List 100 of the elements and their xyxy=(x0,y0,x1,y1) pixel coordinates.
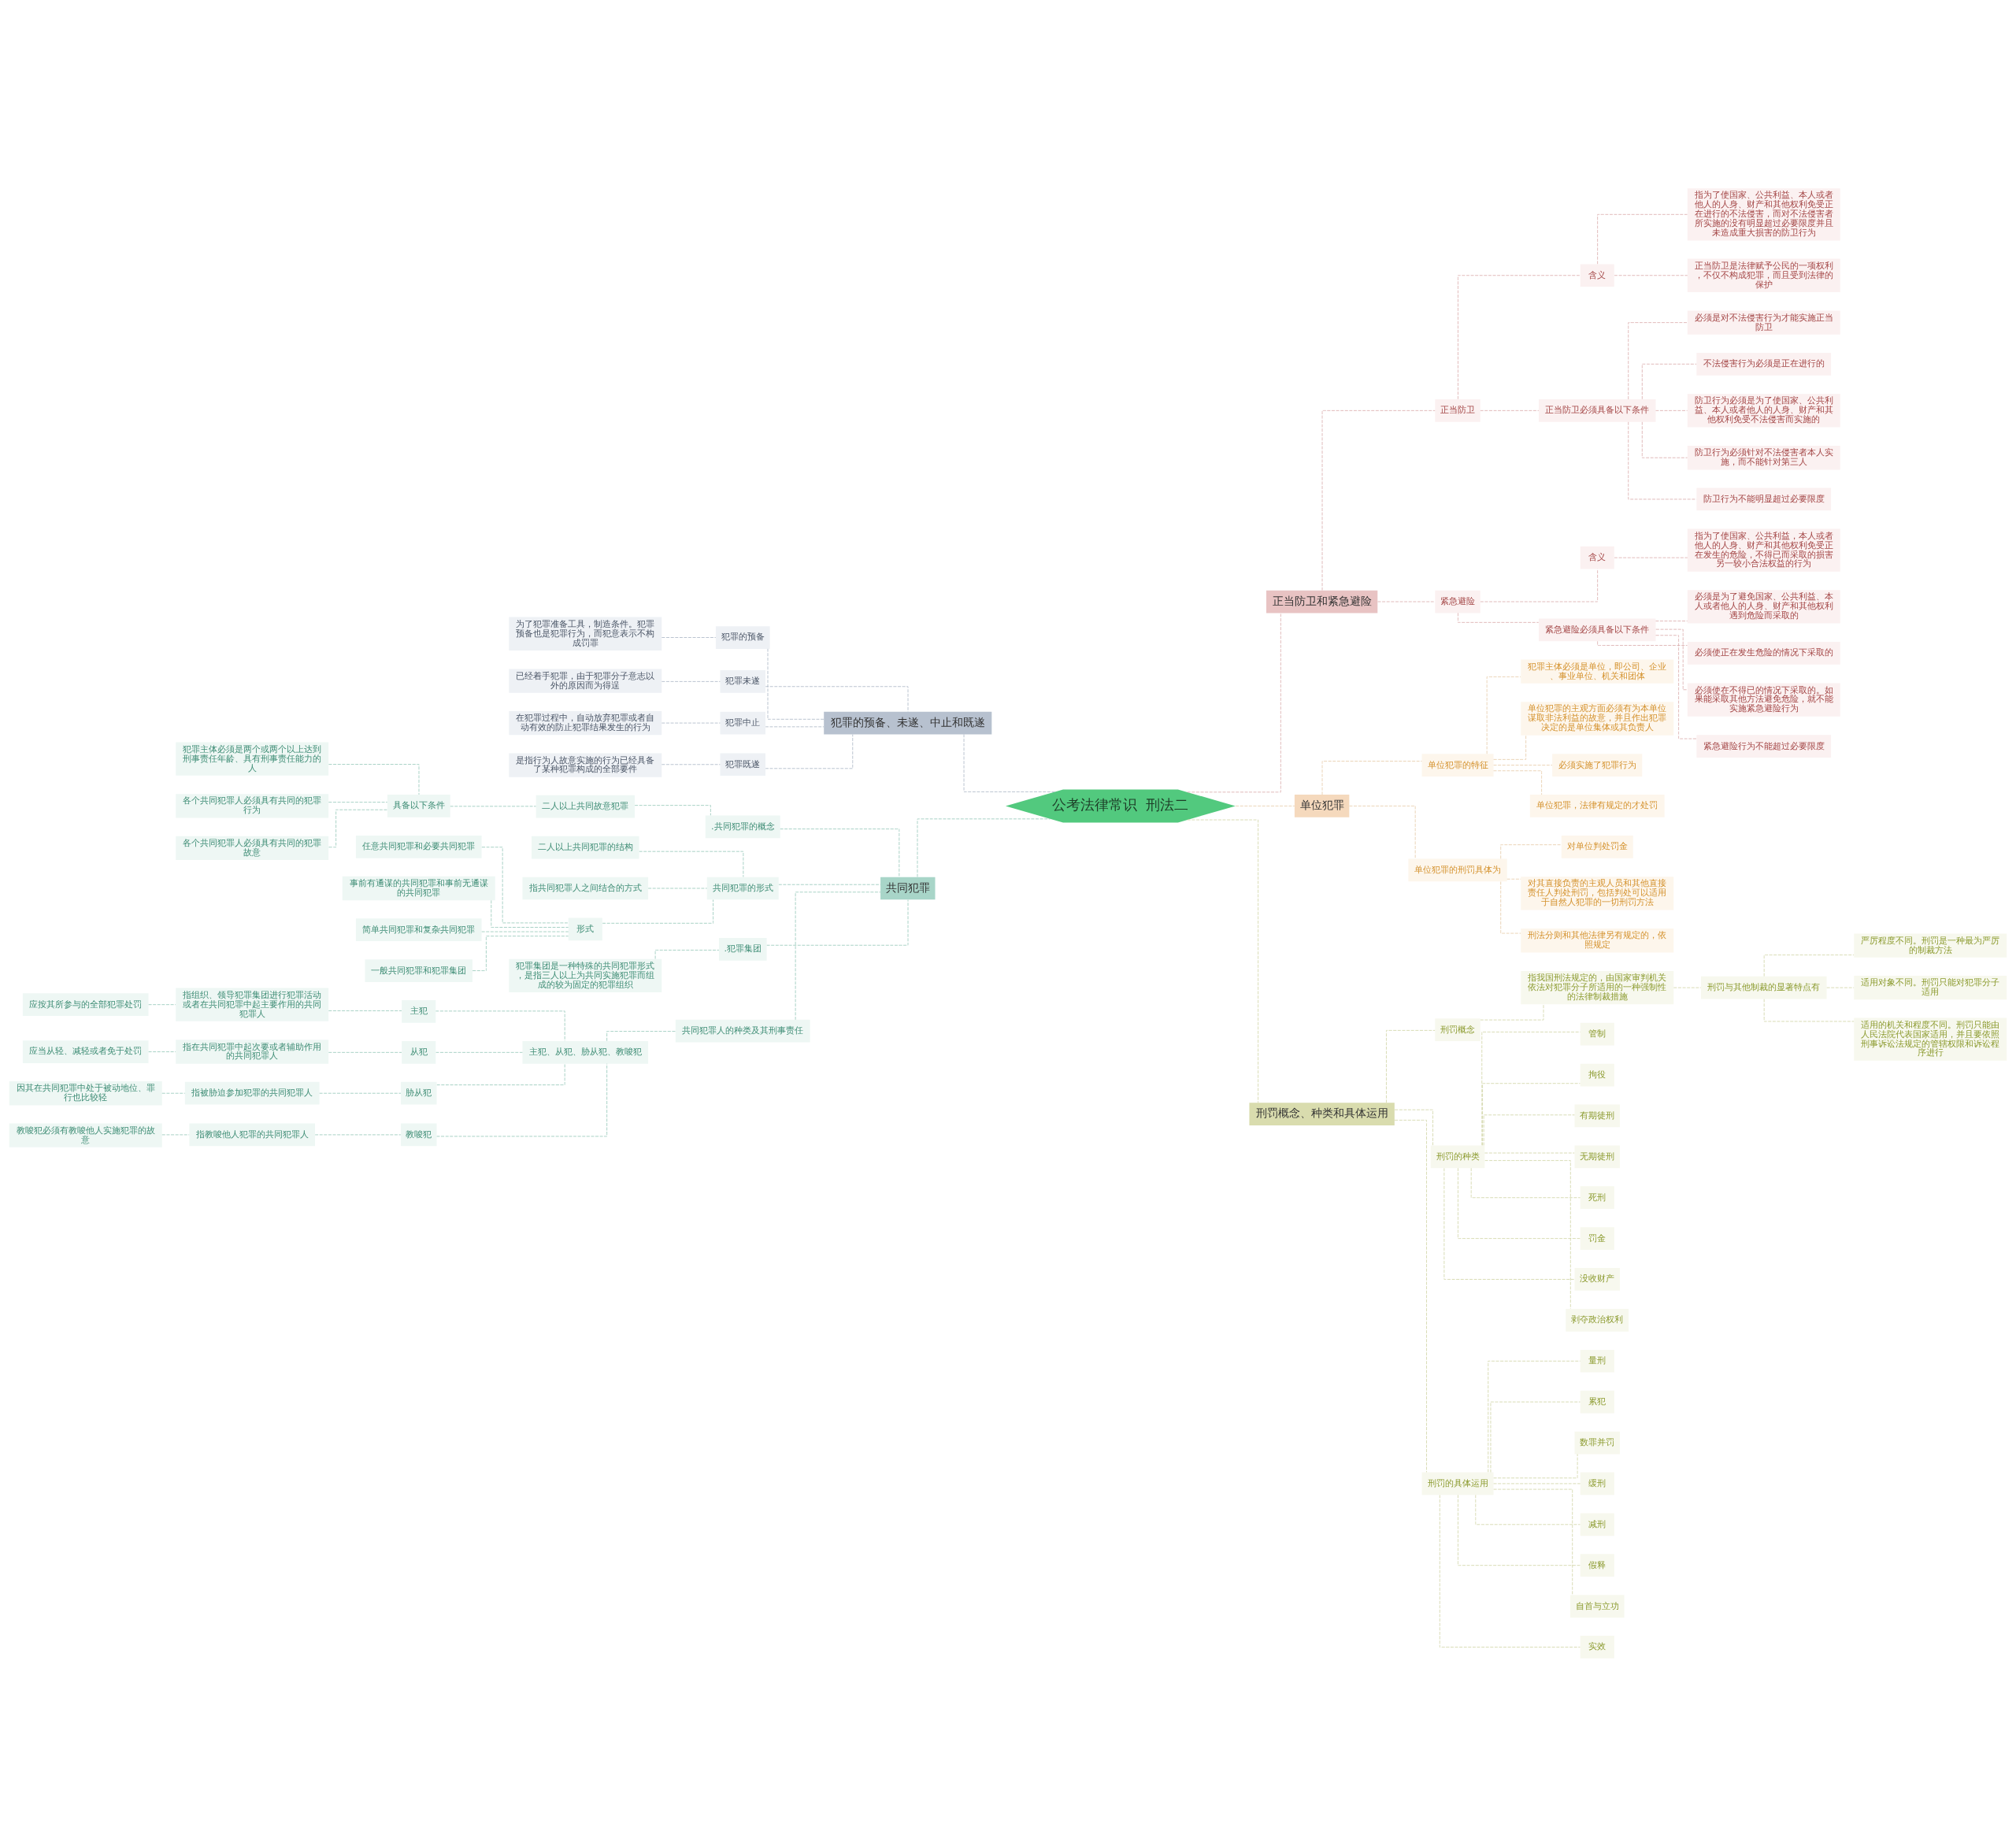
connector xyxy=(765,725,825,727)
node-box: 紧急避险行为不能超过必要限度 xyxy=(1696,734,1832,758)
node-box: 缓刑 xyxy=(1580,1472,1614,1495)
connector xyxy=(481,931,569,932)
node-box: 减刑 xyxy=(1580,1512,1614,1536)
node-box: 犯罪集团是一种特殊的共同犯罪形式，是指三人以上为共同实施犯罪而组成的较为固定的犯罪组织 xyxy=(509,958,662,992)
node-box: 指被胁迫参加犯罪的共同犯罪人 xyxy=(184,1081,320,1105)
connector xyxy=(661,680,721,682)
connector xyxy=(450,805,536,806)
connector xyxy=(1500,843,1562,859)
node-box: 指我国刑法规定的，由国家审判机关依法对犯罪分子所适用的一种强制性的法律制裁措施 xyxy=(1521,970,1674,1004)
connector xyxy=(1480,410,1540,411)
node-box: 实效 xyxy=(1580,1635,1614,1659)
connector xyxy=(1655,410,1688,411)
node-box: 含义 xyxy=(1580,263,1614,287)
node-box: 单位犯罪 xyxy=(1294,794,1350,817)
connector xyxy=(778,884,881,885)
node-box: 胁从犯 xyxy=(401,1081,437,1105)
connector xyxy=(766,899,909,946)
node-box: 严厉程度不同。刑罚是一种最为严厉的制裁方法 xyxy=(1854,932,2007,958)
connector xyxy=(148,1003,176,1005)
connector xyxy=(795,891,881,1020)
node-box: 罚金 xyxy=(1580,1226,1614,1250)
node-box: 不法侵害行为必须是正在进行的 xyxy=(1696,352,1832,376)
node-box: 紧急避险必须具备以下条件 xyxy=(1539,618,1656,641)
node-box: 犯罪中止 xyxy=(720,711,765,734)
node-box: 指组织、领导犯罪集团进行犯罪活动或者在共同犯罪中起主要作用的共同犯罪人 xyxy=(176,988,329,1021)
node-box: 各个共同犯罪人必须具有共同的犯罪故意 xyxy=(176,836,329,860)
node-box: 指为了使国家、公共利益，本人或者他人的人身、财产和其他权利免受正在发生的危险，不得已而采取的损害另一较小合法权益的行为 xyxy=(1687,528,1840,572)
node-box: 必须使在不得已的情况下采取的。如果能采取其他方法避免危险，就不能实施紧急避险行为 xyxy=(1687,682,1840,717)
connector xyxy=(148,1051,176,1052)
connector xyxy=(1763,954,1855,977)
connector xyxy=(1386,1029,1436,1103)
node-box: 死刑 xyxy=(1580,1185,1614,1209)
connector xyxy=(661,763,721,765)
node-box: 刑罚与其他制裁的显著特点有 xyxy=(1700,976,1827,999)
connector xyxy=(1458,1167,1581,1239)
node-box: 具备以下条件 xyxy=(387,794,450,817)
node-box: 教唆犯 xyxy=(401,1123,437,1146)
connector xyxy=(1484,1159,1571,1309)
connector xyxy=(328,801,388,803)
connector xyxy=(1597,213,1688,265)
connector xyxy=(1321,410,1436,591)
connector xyxy=(1655,628,1688,690)
node-box: 指在共同犯罪中起次要或者辅助作用的共同犯罪人 xyxy=(176,1039,329,1064)
connector xyxy=(602,899,713,924)
connector xyxy=(1470,1167,1581,1198)
node-box: 应按其所参与的全部犯罪处罚 xyxy=(22,992,149,1016)
connector xyxy=(1321,760,1422,795)
node-box: 犯罪的预备 xyxy=(715,625,770,649)
node-box: 主犯、从犯、胁从犯、教唆犯 xyxy=(522,1040,649,1064)
connector xyxy=(1614,557,1688,558)
node-box: 必须是对不法侵害行为才能实施正当防卫 xyxy=(1687,310,1840,335)
node-box: 一般共同犯罪和犯罪集团 xyxy=(365,958,472,982)
node-box: 已经着手犯罪，由于犯罪分子意志以外的原因而为得逞 xyxy=(509,668,662,693)
node-box: 指为了使国家、公共利益、本人或者他人的人身、财产和其他权利免受正在进行的不法侵害，而对不法侵害者所实施的没有明显超过必要限度并且未造成重大损害的防卫行为 xyxy=(1687,187,1840,240)
node-box: 指教唆他人犯罪的共同犯罪人 xyxy=(189,1123,316,1146)
node-box: 管制 xyxy=(1580,1022,1614,1046)
node-box: 拘役 xyxy=(1580,1063,1614,1086)
connector xyxy=(1506,878,1521,880)
node-box: 刑法分则和其他法律另有规定的，依照规定 xyxy=(1521,928,1674,952)
connector xyxy=(1458,274,1581,399)
node-box: 没收财产 xyxy=(1574,1267,1620,1291)
node-box: .共同犯罪的概念 xyxy=(705,814,780,838)
connector xyxy=(780,828,900,877)
node-box: 剥夺政治权利 xyxy=(1566,1308,1629,1332)
connector xyxy=(481,846,569,923)
connector xyxy=(1493,735,1527,760)
connector xyxy=(435,1051,523,1053)
node-box: 在犯罪过程中，自动放弃犯罪或者自动有效的防止犯罪结果发生的行为 xyxy=(509,710,662,735)
connector xyxy=(1493,1488,1573,1595)
connector xyxy=(328,1051,402,1053)
connector xyxy=(1826,987,1855,988)
node-box: 累犯 xyxy=(1580,1390,1614,1413)
connector xyxy=(1349,805,1416,859)
connector xyxy=(765,733,854,769)
connector xyxy=(1482,1082,1581,1146)
node-box: 刑罚的具体运用 xyxy=(1421,1472,1494,1495)
connector xyxy=(1484,1152,1575,1153)
connector xyxy=(314,1134,402,1135)
connector xyxy=(1641,363,1697,399)
connector xyxy=(1628,321,1688,399)
connector xyxy=(634,804,711,816)
node-box: 对其直接负责的主观人员和其他直接责任人判处刑罚，包括判处可以适用于自然人犯罪的一切刑罚方法 xyxy=(1521,876,1674,910)
node-box: 无期徒刑 xyxy=(1574,1144,1620,1168)
node-box: 犯罪未遂 xyxy=(720,669,765,693)
connector xyxy=(1235,805,1295,806)
connector xyxy=(161,1134,190,1135)
node-box: 单位犯罪的刑罚具体为 xyxy=(1408,858,1507,881)
node-box: 主犯 xyxy=(402,999,436,1023)
connector xyxy=(1493,1483,1581,1484)
node-box: 适用的机关和程度不同。刑罚只能由人民法院代表国家适用，并且要依照刑事诉讼法规定的管辖权限和诉讼程序进行 xyxy=(1854,1017,2007,1061)
connector xyxy=(472,935,569,971)
connector xyxy=(1443,1167,1575,1280)
connector xyxy=(328,809,388,847)
node-box: 刑罚的种类 xyxy=(1430,1144,1485,1168)
connector xyxy=(1480,568,1599,602)
connector xyxy=(1394,1109,1433,1146)
node-box: 形式 xyxy=(568,917,602,940)
connector xyxy=(1458,612,1540,623)
